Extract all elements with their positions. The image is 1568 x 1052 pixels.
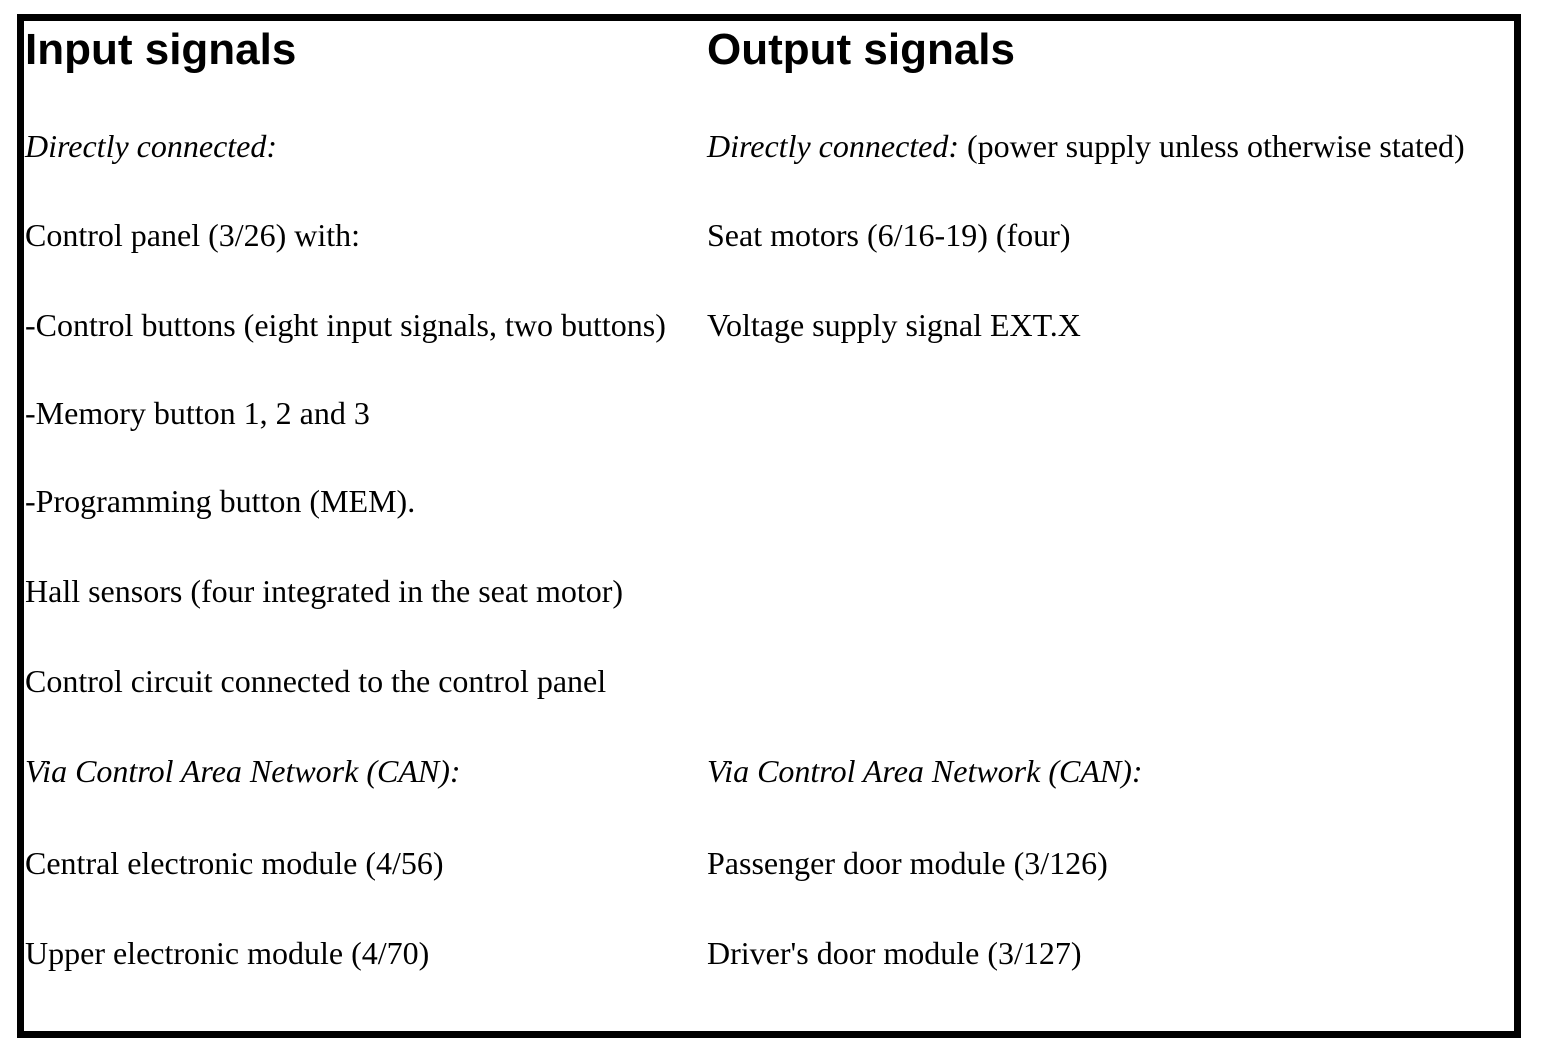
directly-connected-label: Directly connected: — [25, 128, 278, 164]
power-supply-note: (power supply unless otherwise stated) — [959, 128, 1465, 164]
input-cell: -Programming button (MEM). — [25, 483, 416, 519]
signals-table: Input signals Output signals Directly co… — [17, 14, 1521, 1038]
input-cell: Control circuit connected to the control… — [25, 663, 607, 699]
input-cell: Via Control Area Network (CAN): — [25, 752, 461, 790]
input-cell: Hall sensors (four integrated in the sea… — [25, 573, 624, 609]
directly-connected-label: Directly connected: — [707, 128, 960, 164]
output-cell: Voltage supply signal EXT.X — [707, 307, 1081, 343]
output-cell: Seat motors (6/16-19) (four) — [707, 217, 1071, 253]
input-signals-heading: Input signals — [25, 25, 297, 74]
output-cell: Driver's door module (3/127) — [707, 935, 1082, 971]
input-cell: Directly connected: — [25, 127, 277, 165]
input-cell: Upper electronic module (4/70) — [25, 935, 430, 971]
output-signals-heading: Output signals — [707, 25, 1015, 74]
output-cell: Via Control Area Network (CAN): — [707, 752, 1143, 790]
output-cell: Directly connected: (power supply unless… — [707, 127, 1465, 165]
input-cell: Control panel (3/26) with: — [25, 217, 361, 253]
via-can-label: Via Control Area Network (CAN): — [25, 753, 461, 789]
output-cell: Passenger door module (3/126) — [707, 845, 1108, 881]
via-can-label: Via Control Area Network (CAN): — [707, 753, 1143, 789]
input-cell: -Memory button 1, 2 and 3 — [25, 395, 370, 431]
input-cell: Central electronic module (4/56) — [25, 845, 444, 881]
input-cell: -Control buttons (eight input signals, t… — [25, 307, 666, 343]
